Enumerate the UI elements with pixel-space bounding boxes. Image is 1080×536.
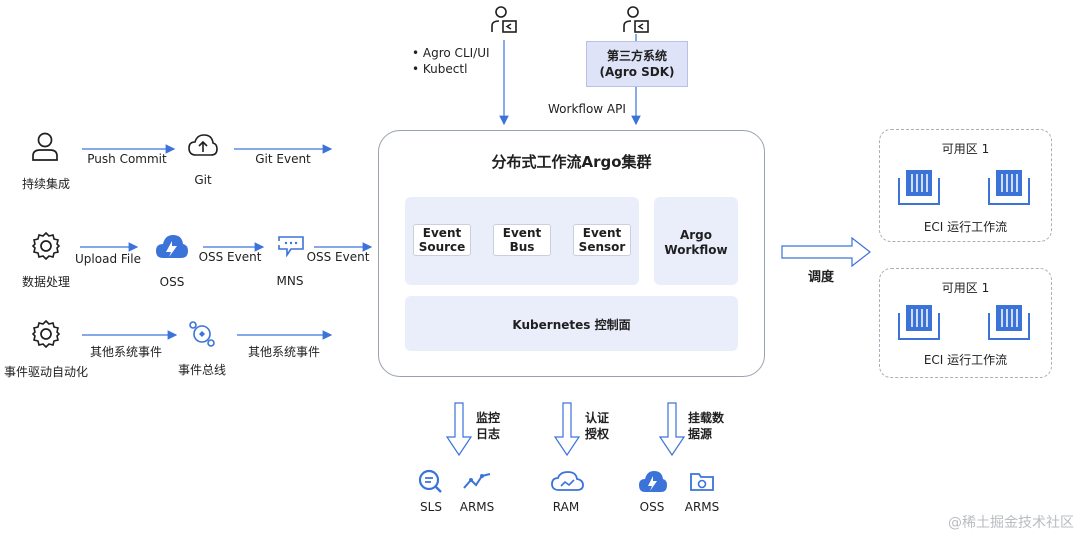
kubernetes-label: Kubernetes 控制面 — [512, 318, 631, 332]
cluster-title: 分布式工作流Argo集群 — [491, 153, 652, 171]
mount-datasource-label: 挂载数据源 — [688, 411, 725, 441]
oss-label: OSS — [159, 275, 185, 289]
ram-icon — [551, 471, 584, 491]
eci-container-icon — [988, 170, 1030, 205]
developer-user-icon — [491, 6, 517, 33]
third-party-user-icon — [623, 6, 649, 33]
data-processing-label: 数据处理 — [21, 275, 71, 289]
git-cloud-icon — [188, 134, 218, 156]
argo-cluster: 分布式工作流Argo集群 Argo Workflow Kubernetes 控制… — [378, 130, 765, 377]
watermark: @稀土掘金技术社区 — [948, 515, 1074, 531]
monitor-arrow — [445, 402, 473, 457]
event-driven-label: 事件驱动自动化 — [3, 365, 89, 379]
user-icon — [32, 132, 58, 161]
zone-label: ECI 运行工作流 — [923, 220, 1008, 234]
third-party-sdk-box: 第三方系统 (Agro SDK) — [586, 41, 688, 87]
schedule-label: 调度 — [808, 270, 835, 285]
auth-arrow — [553, 402, 581, 457]
service-label-arms-2: ARMS — [684, 500, 720, 514]
gear-icon — [31, 231, 61, 261]
upload-file-label: Upload File — [75, 252, 141, 266]
eci-container-icon — [988, 305, 1030, 340]
argo-line-2: Workflow — [664, 243, 728, 257]
monitor-log-label: 监控日志 — [476, 411, 501, 441]
sdk-title: 第三方系统 — [606, 49, 667, 63]
mns-label: MNS — [276, 274, 304, 288]
auth-label: 认证授权 — [585, 411, 610, 441]
zone-label: ECI 运行工作流 — [923, 353, 1008, 367]
mns-icon — [278, 236, 304, 258]
zone-title: 可用区 1 — [941, 281, 990, 295]
sls-icon — [418, 469, 442, 493]
git-event-label: Git Event — [255, 152, 311, 166]
availability-zone-1: 可用区 1 ECI 运行工作流 — [879, 129, 1052, 242]
other-events-label-2: 其他系统事件 — [247, 345, 321, 359]
eventbus-label: 事件总线 — [177, 363, 227, 377]
kubernetes-panel: Kubernetes 控制面 — [405, 296, 738, 351]
eventbridge-icon — [189, 321, 215, 347]
git-label: Git — [194, 173, 212, 187]
argo-line-1: Argo — [679, 228, 713, 242]
sdk-subtitle: (Agro SDK) — [599, 65, 675, 79]
availability-zone-2: 可用区 1 ECI 运行工作流 — [879, 268, 1052, 378]
eci-container-icon — [898, 170, 940, 205]
ci-label: 持续集成 — [21, 177, 71, 191]
service-label-arms: ARMS — [459, 500, 495, 514]
service-label-oss: OSS — [639, 500, 665, 514]
arms-icon — [463, 473, 491, 489]
workflow-api-label: Workflow API — [548, 102, 626, 116]
schedule-arrow — [781, 236, 871, 268]
gear-icon — [31, 319, 61, 349]
eci-container-icon — [898, 305, 940, 340]
service-label-ram: RAM — [552, 500, 580, 514]
oss-event-label-2: OSS Event — [306, 250, 370, 264]
other-events-label-1: 其他系统事件 — [89, 345, 163, 359]
arms-db-icon — [690, 473, 714, 491]
mount-arrow — [658, 402, 686, 457]
argo-workflow-panel: Argo Workflow — [654, 197, 738, 285]
kubectl-item: • Kubectl — [412, 62, 468, 76]
oss-icon — [156, 235, 188, 258]
service-label-sls: SLS — [420, 500, 442, 514]
oss-event-label-1: OSS Event — [198, 250, 262, 264]
push-commit-label: Push Commit — [87, 152, 167, 166]
zone-title: 可用区 1 — [941, 142, 990, 156]
oss-icon — [639, 471, 667, 492]
cli-item: • Agro CLI/UI — [412, 46, 490, 60]
